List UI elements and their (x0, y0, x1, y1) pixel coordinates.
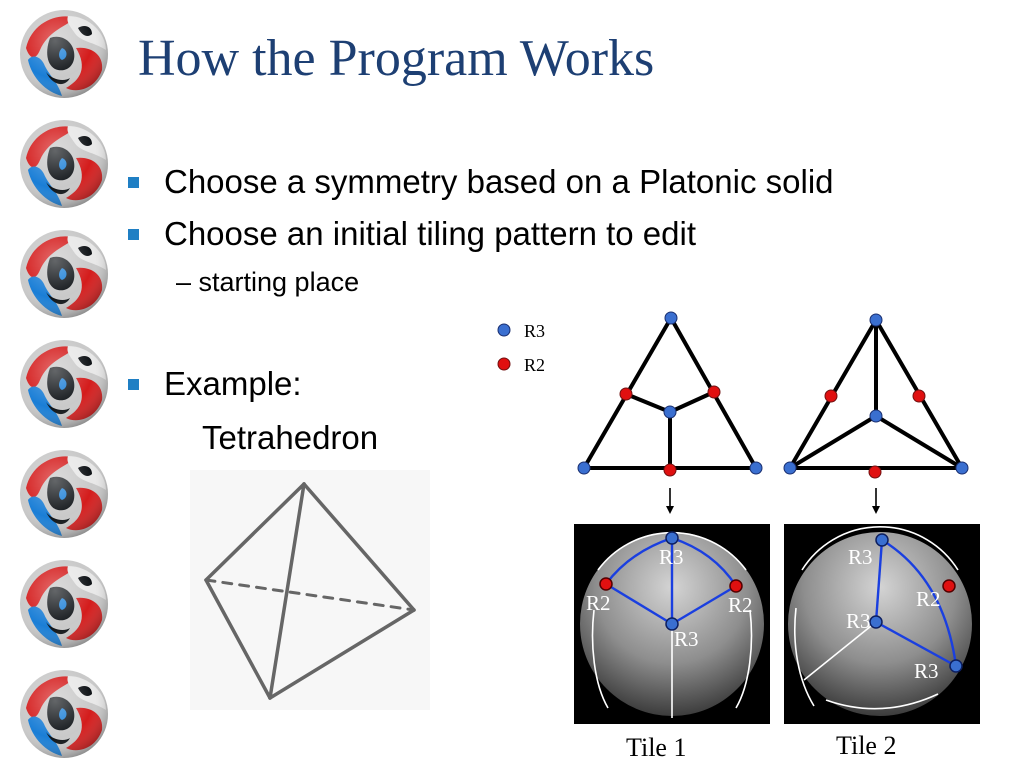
sphere-tile-2: R3 R2 R3 R3 (784, 524, 980, 724)
decorative-ball-6 (18, 558, 110, 650)
r3-vertex (955, 461, 969, 475)
tile-2-caption: Tile 2 (836, 731, 896, 760)
r3-vertex (664, 311, 678, 325)
decorative-ball-5 (18, 448, 110, 540)
down-arrow-icon (872, 488, 880, 514)
slide-title: How the Program Works (138, 30, 655, 87)
r2-vertex (707, 385, 721, 399)
r2-vertex (663, 463, 677, 477)
example-name: Tetrahedron (202, 419, 379, 456)
sub-bullet: – starting place (176, 267, 360, 297)
r3-vertex (783, 461, 797, 475)
decorative-ball-4 (18, 338, 110, 430)
decorative-ball-3 (18, 228, 110, 320)
decorative-ball-2 (18, 118, 110, 210)
r2-vertex (942, 579, 956, 593)
r3-vertex (869, 409, 883, 423)
r3-vertex (665, 617, 679, 631)
r2-vertex (868, 465, 882, 479)
r3-vertex (663, 405, 677, 419)
r2-vertex (912, 389, 926, 403)
r3-vertex (665, 531, 679, 545)
bullet-3-text: Example: (164, 365, 302, 402)
bullet-square-icon (128, 177, 139, 188)
r2-legend-marker (497, 357, 511, 371)
sphere-label: R2 (586, 591, 611, 615)
sphere-label: R3 (674, 627, 699, 651)
sphere-label: R2 (916, 587, 941, 611)
r3-vertex (749, 461, 763, 475)
bullet-1-text: Choose a symmetry based on a Platonic so… (164, 163, 834, 200)
legend-r3-label: R3 (524, 321, 545, 341)
decorative-ball-7 (18, 668, 110, 760)
r3-vertex (577, 461, 591, 475)
r3-vertex (869, 615, 883, 629)
sphere-label: R3 (848, 545, 873, 569)
r3-vertex (949, 659, 963, 673)
r2-vertex (729, 579, 743, 593)
legend-r2-label: R2 (524, 355, 545, 375)
r3-vertex (869, 313, 883, 327)
decorative-ball-column (0, 0, 120, 768)
r2-vertex (599, 577, 613, 591)
sphere-tile-1: R3 R2 R2 R3 (574, 524, 770, 724)
r3-legend-marker (497, 323, 511, 337)
sphere-label: R2 (728, 593, 753, 617)
sphere-label: R3 (659, 545, 684, 569)
decorative-ball-1 (18, 8, 110, 100)
r3-vertex (875, 533, 889, 547)
bullet-square-icon (128, 379, 139, 390)
bullet-square-icon (128, 229, 139, 240)
tetrahedron-drawing (190, 470, 430, 710)
r2-vertex (824, 389, 838, 403)
bullet-2-text: Choose an initial tiling pattern to edit (164, 215, 696, 252)
planar-tile-1-diagram (577, 311, 763, 477)
down-arrow-icon (666, 488, 674, 514)
tile-1-caption: Tile 1 (626, 733, 686, 762)
legend: R3 R2 (497, 321, 545, 375)
planar-tile-2-diagram (783, 313, 969, 479)
sphere-label: R3 (914, 659, 939, 683)
r2-vertex (619, 387, 633, 401)
tiling-figure: R3 R2 (497, 311, 980, 762)
sphere-label: R3 (846, 609, 871, 633)
